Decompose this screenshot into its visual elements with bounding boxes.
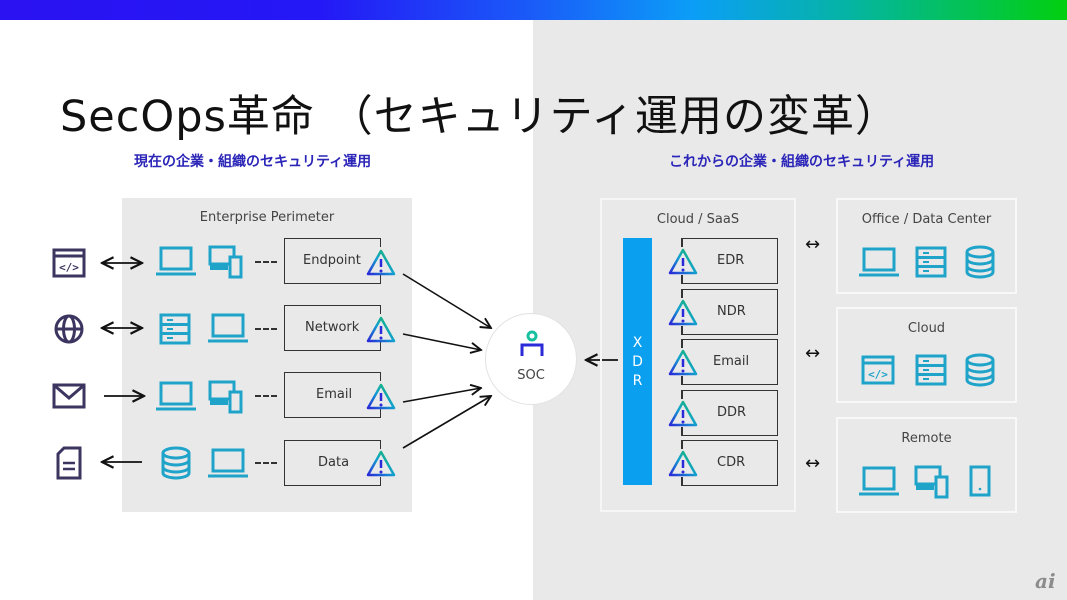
detection-label: Network — [305, 320, 360, 335]
warning-icon — [668, 299, 698, 326]
source-arrows — [98, 250, 148, 480]
detection-box-edr: EDR — [681, 238, 778, 284]
environment-cloud: Cloud </> — [836, 307, 1017, 403]
database-icon — [161, 446, 191, 480]
server-icon — [159, 313, 191, 345]
arrow-to-soc — [402, 273, 491, 328]
warning-icon — [366, 249, 396, 276]
database-icon — [965, 353, 995, 387]
detection-box-data: Data — [284, 440, 381, 486]
warning-icon — [668, 248, 698, 275]
dashed-connector — [255, 462, 277, 464]
bidirectional-arrow: ↔ — [805, 453, 821, 474]
detection-label: CDR — [717, 455, 746, 470]
globe-icon — [54, 314, 84, 344]
laptop-icon — [859, 247, 899, 277]
future-ops-heading: これからの企業・組織のセキュリティ運用 — [669, 154, 935, 170]
arrow-to-soc — [402, 396, 491, 449]
cloud-saas-box: Cloud / SaaS — [600, 198, 796, 512]
environment-label: Remote — [901, 431, 952, 446]
tablet-icon — [969, 465, 991, 497]
ai-logo-watermark: ai — [1035, 569, 1056, 593]
right-panel-background — [533, 20, 1067, 600]
environment-label: Cloud — [907, 321, 946, 336]
warning-icon — [366, 316, 396, 343]
detection-box-cdr: CDR — [681, 440, 778, 486]
xdr-bar: X D R — [623, 238, 652, 485]
person-icon — [520, 330, 544, 356]
arrow-to-soc — [402, 333, 481, 350]
code-window-icon: </> — [52, 248, 86, 278]
server-icon — [915, 246, 947, 278]
current-ops-heading: 現在の企業・組織のセキュリティ運用 — [134, 154, 372, 170]
soc-feed-arrows — [402, 273, 505, 449]
document-icon — [56, 446, 82, 480]
svg-text:</>: </> — [868, 368, 888, 381]
detection-box-ddr: DDR — [681, 390, 778, 436]
laptop-icon — [859, 466, 899, 496]
bidirectional-arrow: ↔ — [805, 343, 821, 364]
bidirectional-arrow: ↔ — [805, 234, 821, 255]
arrow-to-soc — [402, 388, 481, 403]
desktop-mobile-icon — [914, 465, 949, 499]
xdr-to-soc-arrow — [582, 352, 618, 368]
detection-label: Endpoint — [303, 253, 361, 268]
environment-office-data-center: Office / Data Center — [836, 198, 1017, 294]
desktop-mobile-icon — [208, 245, 243, 279]
warning-icon — [668, 349, 698, 376]
detection-label: Email — [316, 387, 353, 402]
environment-remote: Remote — [836, 417, 1017, 513]
dashed-connector — [255, 261, 277, 263]
xdr-letter: X — [632, 335, 643, 351]
detection-box-endpoint: Endpoint — [284, 238, 381, 284]
desktop-mobile-icon — [208, 380, 243, 414]
laptop-icon — [208, 448, 248, 478]
dashed-connector — [255, 395, 277, 397]
soc-node: SOC — [485, 313, 577, 405]
laptop-icon — [156, 246, 196, 276]
detection-label: DDR — [717, 405, 747, 420]
xdr-letter: R — [632, 373, 643, 389]
server-icon — [915, 354, 947, 386]
detection-box-email: Email — [284, 372, 381, 418]
soc-label: SOC — [517, 368, 545, 383]
dashed-connector — [255, 328, 277, 330]
detection-box-ndr: NDR — [681, 289, 778, 335]
top-gradient-bar — [0, 0, 1067, 20]
detection-label: Data — [318, 455, 350, 470]
warning-icon — [668, 450, 698, 477]
xdr-label: X D R — [623, 334, 652, 391]
detection-box-email: Email — [681, 339, 778, 385]
xdr-letter: D — [632, 354, 643, 370]
warning-icon — [366, 450, 396, 477]
code-window-icon: </> — [861, 355, 895, 385]
warning-icon — [366, 383, 396, 410]
detection-label: EDR — [717, 253, 745, 268]
perimeter-label: Enterprise Perimeter — [199, 210, 335, 225]
enterprise-perimeter-box: Enterprise Perimeter — [122, 198, 412, 512]
detection-label: Email — [713, 354, 750, 369]
laptop-icon — [208, 313, 248, 343]
environment-label: Office / Data Center — [861, 212, 992, 227]
database-icon — [965, 245, 995, 279]
svg-text:</>: </> — [59, 261, 79, 274]
page-title: SecOps革命 （セキュリティ運用の変革） — [60, 92, 900, 142]
cloud-saas-label: Cloud / SaaS — [656, 212, 740, 227]
laptop-icon — [156, 381, 196, 411]
mail-icon — [52, 383, 86, 409]
warning-icon — [668, 400, 698, 427]
detection-label: NDR — [717, 304, 746, 319]
detection-box-network: Network — [284, 305, 381, 351]
